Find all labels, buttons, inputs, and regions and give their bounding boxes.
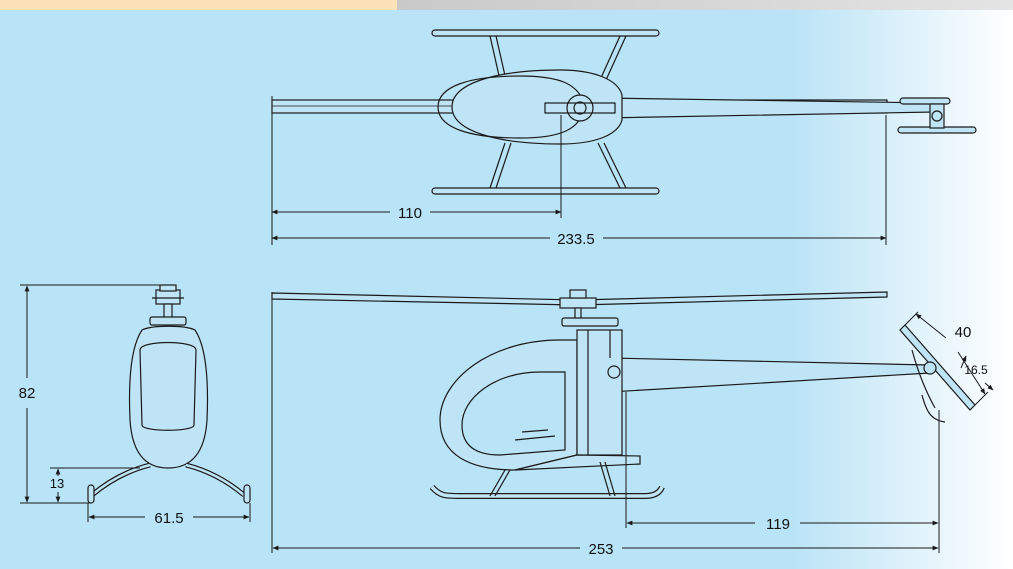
top-view-cabin	[451, 69, 623, 145]
dim-top-110	[271, 96, 562, 245]
dim-side-40	[904, 311, 989, 406]
top-bar-right	[397, 0, 1013, 10]
dim-side-119	[625, 392, 940, 553]
front-view-cabin	[128, 325, 209, 469]
side-view-rotor-head	[559, 289, 619, 327]
dim-front-61-5	[87, 503, 251, 522]
dim-front-82	[20, 284, 160, 504]
dim-label-233-5: 233.5	[557, 231, 595, 248]
side-view-engine-body	[576, 329, 623, 456]
top-view-lower-skid	[431, 142, 660, 195]
top-view-tail-rotor	[897, 97, 977, 134]
dim-label-110: 110	[398, 205, 422, 222]
dim-label-119: 119	[766, 516, 790, 533]
side-view-engine-logo	[607, 365, 621, 379]
helicopter-dimension-drawing: 110 233.5	[0, 10, 1013, 569]
dim-label-13: 13	[50, 476, 64, 491]
dim-label-253: 253	[588, 541, 613, 558]
side-view	[271, 289, 976, 499]
dim-label-82: 82	[19, 385, 36, 402]
side-view-tail-rotor	[899, 324, 976, 423]
dim-top-233-5	[271, 115, 887, 245]
dim-front-13	[50, 467, 140, 503]
dim-label-40: 40	[955, 324, 972, 341]
top-bar	[0, 0, 1013, 10]
top-view-upper-skid	[431, 29, 660, 81]
top-bar-left	[0, 0, 397, 10]
dim-label-16-5: 16.5	[964, 363, 988, 377]
top-view	[271, 29, 977, 195]
side-view-skids	[429, 461, 665, 499]
dim-side-253	[271, 292, 939, 553]
dim-label-61-5: 61.5	[154, 510, 183, 527]
dim-side-16-5	[960, 355, 994, 391]
